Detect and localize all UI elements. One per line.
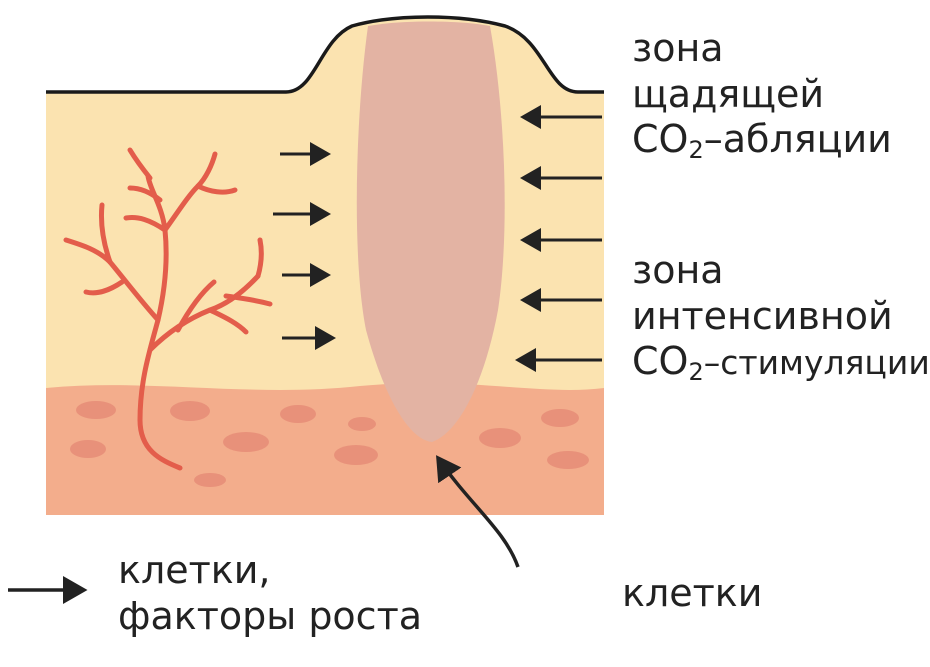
legend-line2: факторы роста	[118, 593, 422, 638]
stimulation-zone-label: зона интенсивной CO2–стимуляции	[632, 248, 930, 385]
ablation-line3: CO2–абляции	[632, 117, 892, 165]
left-arrows	[273, 142, 336, 350]
upper-tissue-layer	[46, 17, 604, 400]
legend-label: клетки, факторы роста	[118, 548, 422, 639]
ablation-channel	[356, 21, 505, 442]
lower-tissue-layer	[46, 383, 604, 515]
blood-vessel-icon	[63, 147, 273, 471]
lower-tissue-spots	[70, 401, 589, 487]
cells-curved-arrow	[436, 455, 520, 568]
stimulation-line1: зона	[632, 248, 724, 292]
skin-surface-outline	[46, 15, 604, 94]
ablation-line2: щадящей	[632, 71, 825, 116]
ablation-line1: зона	[632, 26, 724, 70]
stimulation-line2: интенсивной	[632, 293, 893, 338]
ablation-zone-label: зона щадящей CO2–абляции	[632, 26, 892, 163]
right-arrows	[515, 105, 602, 372]
cells-label: клетки	[622, 571, 763, 615]
stimulation-line3: CO2–стимуляции	[632, 339, 930, 387]
legend-line1: клетки,	[118, 548, 271, 592]
